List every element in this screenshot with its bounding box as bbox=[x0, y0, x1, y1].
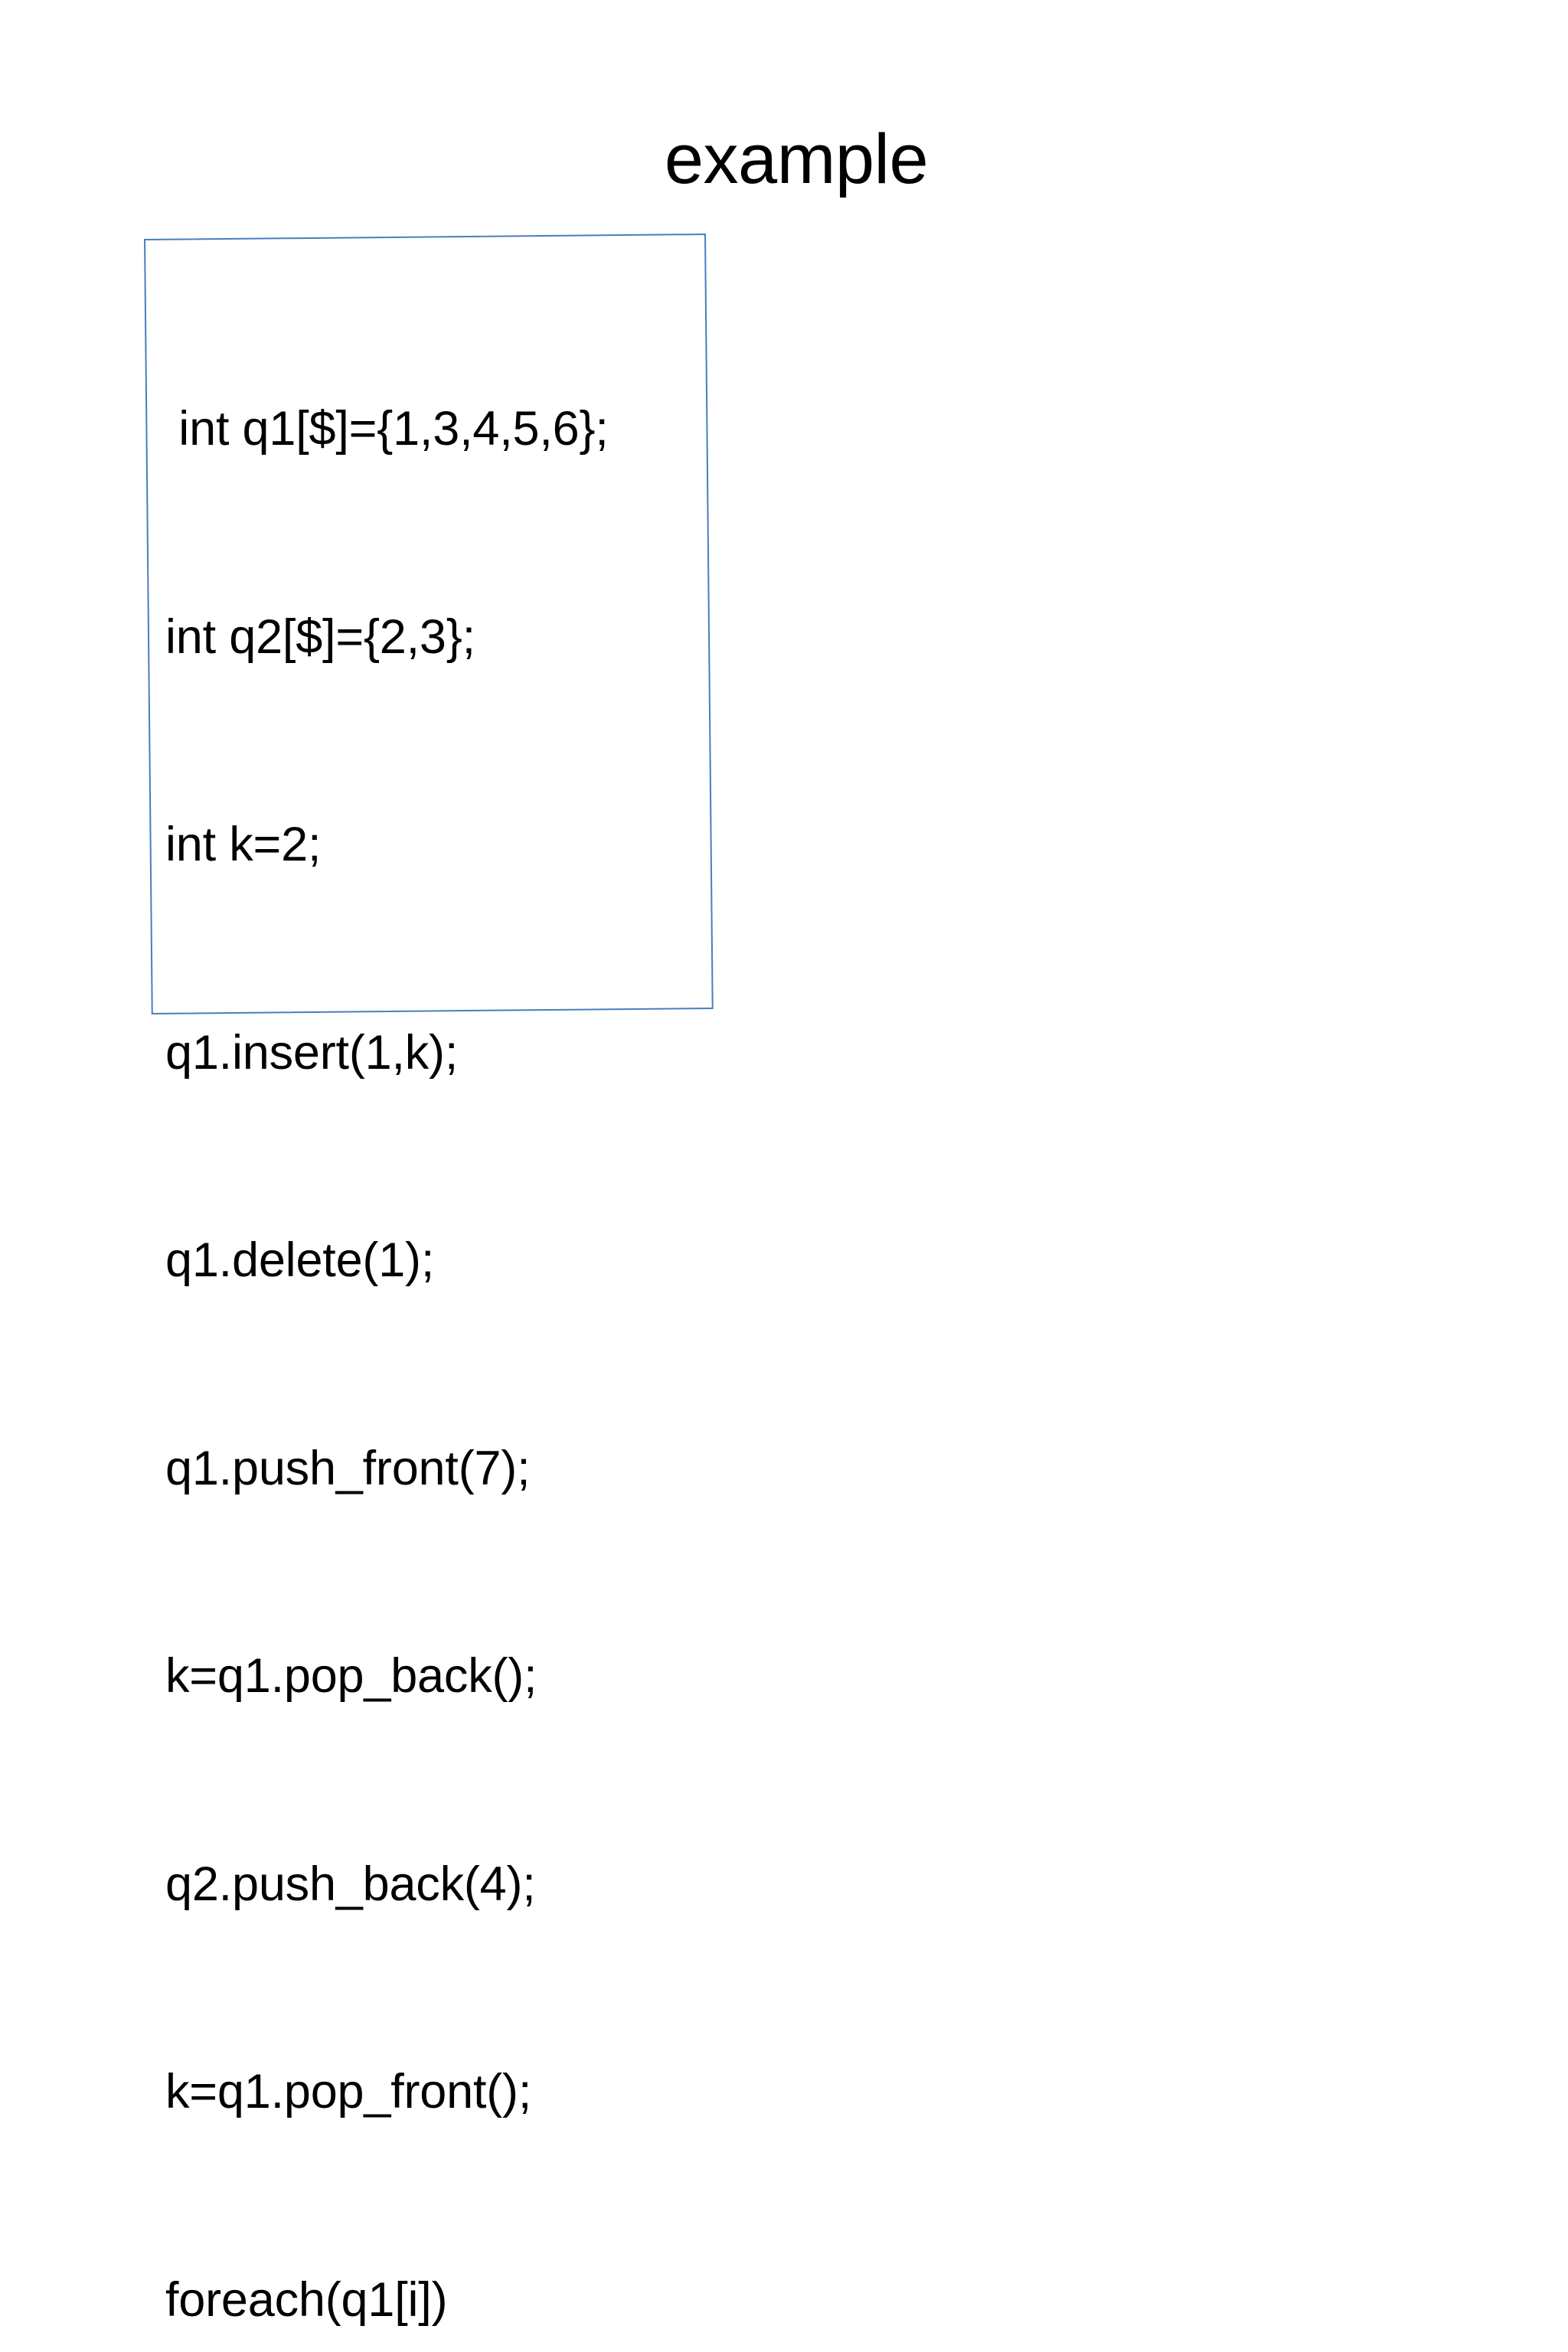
code-line: int q1[$]={1,3,4,5,6}; bbox=[165, 402, 609, 456]
code-line: foreach(q1[i]) bbox=[165, 2272, 448, 2327]
code-line: k=q1.pop_back(); bbox=[165, 1649, 537, 1703]
slide-title-text: example bbox=[664, 120, 929, 198]
code-block: int q1[$]={1,3,4,5,6}; int q2[$]={2,3}; … bbox=[165, 256, 931, 2352]
code-line: int q2[$]={2,3}; bbox=[165, 609, 475, 664]
code-line: q1.delete(1); bbox=[165, 1233, 435, 1287]
code-line: q1.insert(1,k); bbox=[165, 1025, 459, 1080]
page-title: example bbox=[0, 122, 1568, 197]
code-line: q2.push_back(4); bbox=[165, 1857, 536, 1911]
code-line: int k=2; bbox=[165, 818, 322, 871]
code-line: q1.push_front(7); bbox=[165, 1441, 531, 1495]
slide-canvas: example int q1[$]={1,3,4,5,6}; int q2[$]… bbox=[0, 122, 1568, 2327]
code-line: k=q1.pop_front(); bbox=[165, 2065, 532, 2118]
